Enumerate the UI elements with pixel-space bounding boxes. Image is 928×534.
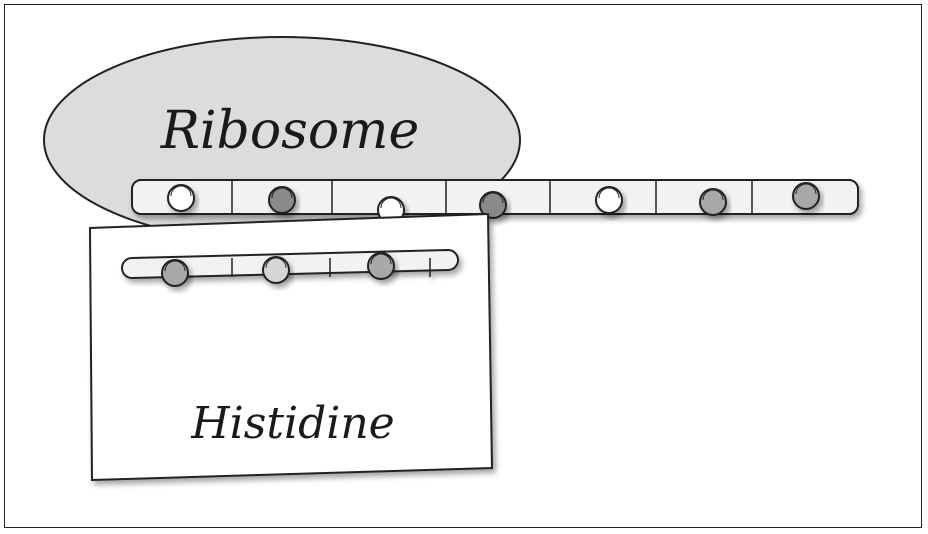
- mrna-codon-bead: [699, 188, 727, 216]
- amino-acid-bead: [161, 259, 189, 287]
- mrna-codon-bead: [479, 191, 507, 219]
- mrna-codon-bead: [268, 186, 296, 214]
- mrna-codon-bead: [595, 186, 623, 214]
- amino-acid-bead: [367, 252, 395, 280]
- mrna-codon-bead: [167, 184, 195, 212]
- ribosome-label: Ribosome: [160, 101, 419, 161]
- mrna-codon-bead: [792, 182, 820, 210]
- peptide-card: [88, 212, 494, 482]
- histidine-label: Histidine: [190, 398, 394, 449]
- amino-acid-bead: [262, 256, 290, 284]
